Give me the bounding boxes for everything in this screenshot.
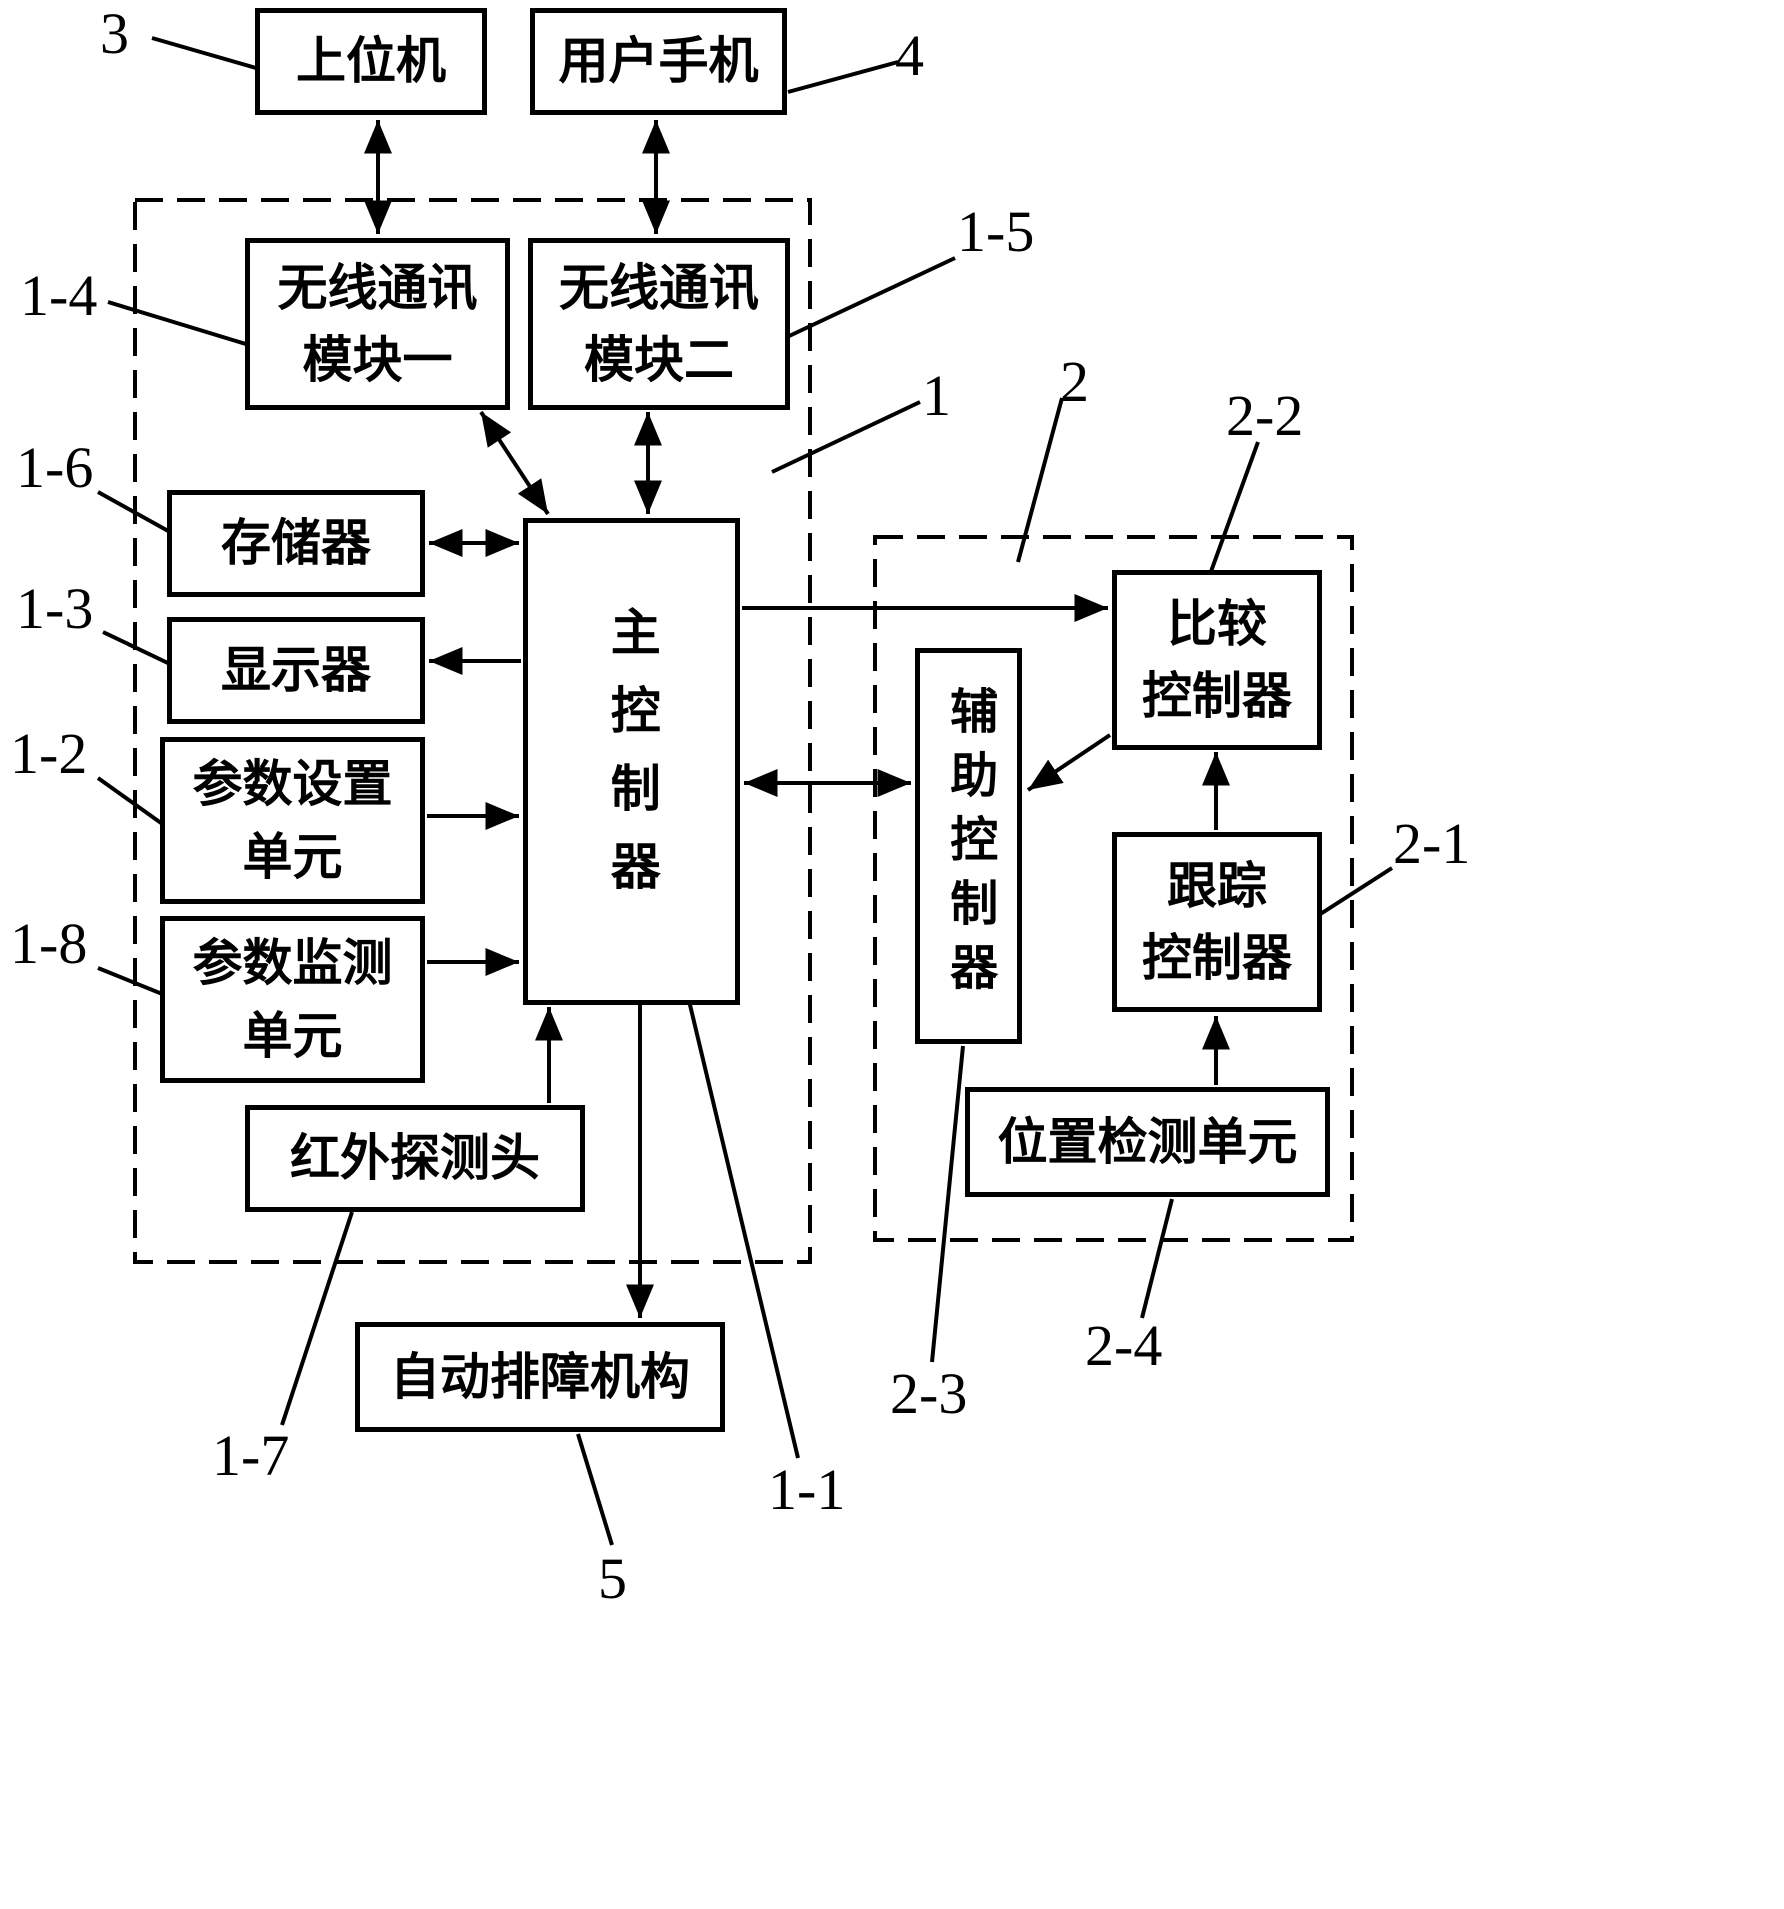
tracking-controller-line2: 控制器 [1142, 930, 1292, 986]
param-monitoring-box: 参数监测 单元 [160, 916, 425, 1083]
wireless-module-1-box: 无线通讯 模块一 [245, 238, 510, 410]
ref-label-compare-controller: 2-2 [1226, 383, 1304, 448]
leader-ref-1 [771, 400, 921, 474]
leader-ref-1-7 [280, 1211, 354, 1426]
leader-ref-1-1 [684, 987, 800, 1459]
ref-label-auto-obstacle-mechanism: 5 [598, 1546, 627, 1611]
leader-ref-3 [151, 36, 264, 72]
leader-ref-1-5 [769, 256, 956, 347]
compare-controller-line1: 比较 [1167, 595, 1267, 652]
leader-ref-2-2 [1203, 441, 1260, 589]
param-setting-line2: 单元 [242, 828, 343, 885]
display-label: 显示器 [221, 642, 371, 699]
host-computer-box: 上位机 [255, 8, 487, 115]
main-controller-box: 主控制器 [523, 518, 740, 1005]
leader-ref-2-3 [930, 1045, 965, 1363]
position-detection-label: 位置检测单元 [997, 1113, 1298, 1170]
user-phone-box: 用户手机 [530, 8, 787, 115]
param-setting-line1: 参数设置 [192, 756, 393, 812]
position-detection-box: 位置检测单元 [965, 1087, 1330, 1197]
aux-controller-box: 辅助控制器 [915, 648, 1022, 1044]
arrow-wireless1-main [479, 410, 550, 516]
leader-ref-2-1 [1306, 866, 1394, 924]
user-phone-label: 用户手机 [558, 33, 759, 90]
group-1-dashed-frame [133, 198, 812, 1264]
wireless-module-1-line1: 无线通讯 [277, 259, 478, 316]
ref-label-group-1: 1 [922, 363, 951, 428]
wireless-module-1-line2: 模块一 [302, 332, 453, 388]
leader-ref-2 [1016, 397, 1064, 563]
infrared-detector-label: 红外探测头 [290, 1130, 540, 1187]
arrow-compare-aux [1026, 733, 1112, 792]
display-box: 显示器 [167, 617, 425, 724]
auto-obstacle-mechanism-label: 自动排障机构 [390, 1348, 690, 1405]
ref-label-host-computer: 3 [100, 1, 129, 66]
ref-label-param-monitoring: 1-8 [10, 911, 88, 976]
tracking-controller-box: 跟踪 控制器 [1112, 832, 1322, 1012]
ref-label-group-2: 2 [1060, 349, 1089, 414]
wireless-module-2-box: 无线通讯 模块二 [528, 238, 790, 410]
compare-controller-box: 比较 控制器 [1112, 570, 1322, 750]
param-monitoring-line2: 单元 [242, 1007, 343, 1064]
param-setting-box: 参数设置 单元 [160, 737, 425, 904]
ref-label-wireless-module-1: 1-4 [20, 263, 98, 328]
ref-label-main-controller: 1-1 [768, 1457, 846, 1522]
ref-label-tracking-controller: 2-1 [1393, 811, 1471, 876]
memory-label: 存储器 [221, 515, 371, 572]
leader-ref-4 [787, 60, 899, 94]
wireless-module-2-line2: 模块二 [584, 332, 734, 388]
auto-obstacle-mechanism-box: 自动排障机构 [355, 1322, 725, 1432]
ref-label-position-detection: 2-4 [1085, 1313, 1163, 1378]
ref-label-param-setting: 1-2 [10, 721, 88, 786]
aux-controller-label: 辅助控制器 [942, 686, 996, 1006]
tracking-controller-line1: 跟踪 [1167, 857, 1267, 914]
ref-label-infrared-detector: 1-7 [212, 1423, 290, 1488]
leader-ref-2-4 [1140, 1198, 1174, 1319]
ref-label-aux-controller: 2-3 [890, 1361, 968, 1426]
leader-ref-5 [576, 1433, 614, 1546]
main-controller-label: 主控制器 [603, 605, 660, 918]
wireless-module-2-line1: 无线通讯 [559, 259, 759, 316]
leader-ref-1-4 [107, 300, 273, 354]
leader-ref-1-3 [102, 630, 173, 667]
infrared-detector-box: 红外探测头 [245, 1105, 585, 1212]
ref-label-display: 1-3 [16, 576, 94, 641]
ref-label-memory: 1-6 [16, 435, 94, 500]
host-computer-label: 上位机 [296, 33, 446, 90]
memory-box: 存储器 [167, 490, 425, 597]
param-monitoring-line1: 参数监测 [192, 935, 393, 991]
ref-label-wireless-module-2: 1-5 [957, 199, 1035, 264]
compare-controller-line2: 控制器 [1142, 668, 1292, 724]
ref-label-user-phone: 4 [895, 23, 924, 88]
